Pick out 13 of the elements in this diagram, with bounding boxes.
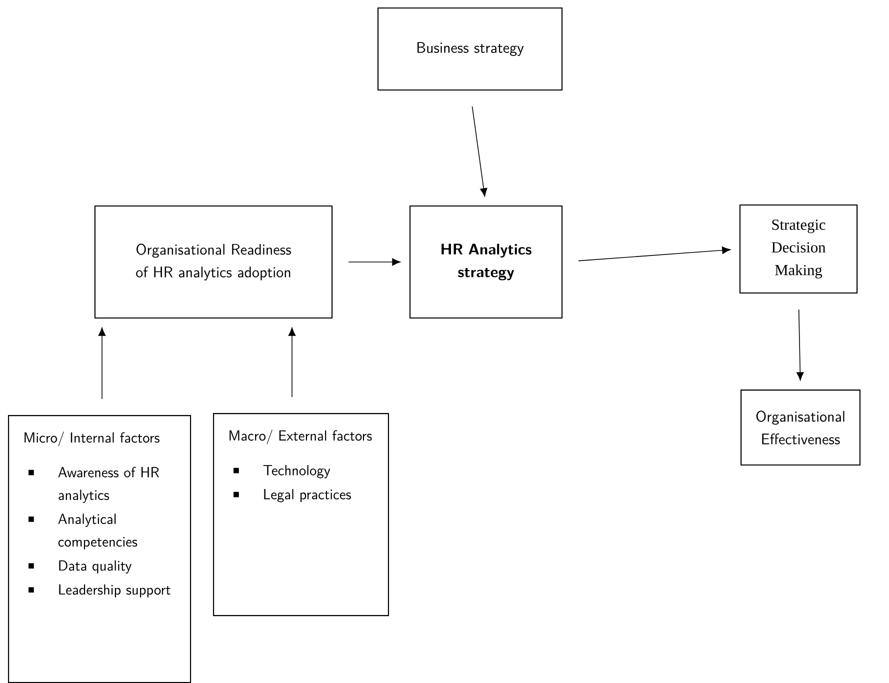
process-box: HR Analytics strategy <box>409 205 563 319</box>
factor-box: Macro/ External factors Technology Legal practices <box>213 413 389 616</box>
arrow <box>288 328 296 398</box>
factor-box: Micro/ Internal factors Awareness of HR analytics Analytical competencies Data quality Leadership support <box>8 415 192 683</box>
arrow <box>796 309 804 380</box>
arrow <box>472 106 488 196</box>
arrow <box>348 258 400 266</box>
process-box: Business strategy <box>377 7 563 91</box>
arrow <box>98 328 106 400</box>
process-box: Organisational Effectiveness <box>740 390 860 466</box>
arrow <box>578 246 730 262</box>
process-box: Organisational Readiness of HR analytics adoption <box>94 205 333 319</box>
process-box: Strategic Decision Making <box>739 204 858 294</box>
